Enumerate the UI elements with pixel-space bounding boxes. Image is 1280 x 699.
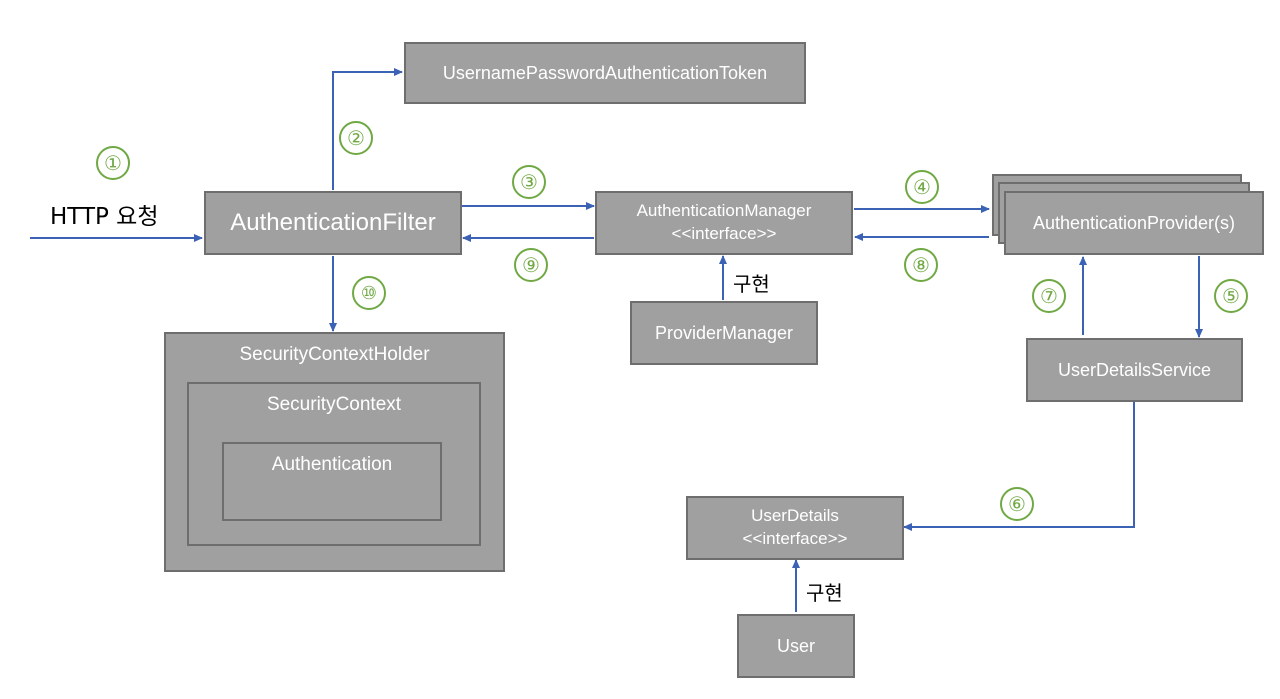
arrow-filter-to-token: [332, 68, 403, 190]
authentication-manager-box: AuthenticationManager <<interface>>: [595, 191, 853, 255]
http-request-label: HTTP 요청: [50, 204, 159, 230]
provider-manager-label: ProviderManager: [654, 322, 794, 343]
step-7-badge: ⑦: [1032, 279, 1066, 313]
authentication-providers-box: AuthenticationProvider(s): [1004, 191, 1264, 255]
step-1-badge: ①: [96, 146, 130, 180]
step-9-badge: ⑨: [514, 248, 548, 282]
implements-label-provider-manager: 구현: [733, 272, 770, 296]
step-4-badge: ④: [905, 170, 939, 204]
step-2-badge: ②: [339, 121, 373, 155]
step-3-badge: ③: [512, 165, 546, 199]
user-details-name: UserDetails: [751, 506, 839, 526]
username-password-authentication-token-box: UsernamePasswordAuthenticationToken: [404, 42, 806, 104]
user-details-service-box: UserDetailsService: [1026, 338, 1243, 402]
user-box: User: [737, 614, 855, 678]
authentication-box: Authentication: [222, 442, 442, 521]
providers-label: AuthenticationProvider(s): [1032, 212, 1236, 233]
manager-name: AuthenticationManager: [636, 201, 812, 221]
authentication-label: Authentication: [271, 454, 393, 475]
user-details-box: UserDetails <<interface>>: [686, 496, 904, 560]
provider-manager-box: ProviderManager: [630, 301, 818, 365]
step-8-badge: ⑧: [904, 248, 938, 282]
user-details-service-label: UserDetailsService: [1057, 359, 1212, 380]
user-details-stereotype: <<interface>>: [742, 529, 848, 548]
step-10-badge: ⑩: [352, 276, 386, 310]
user-label: User: [776, 635, 815, 656]
filter-label: AuthenticationFilter: [230, 208, 436, 236]
token-label: UsernamePasswordAuthenticationToken: [442, 62, 768, 83]
manager-stereotype: <<interface>>: [671, 224, 777, 243]
arrow-service-to-user-details: [903, 402, 1135, 531]
authentication-filter-box: AuthenticationFilter: [204, 191, 462, 255]
step-5-badge: ⑤: [1214, 279, 1248, 313]
implements-label-user: 구현: [806, 581, 843, 605]
step-6-badge: ⑥: [1000, 487, 1034, 521]
context-holder-label: SecurityContextHolder: [239, 344, 430, 365]
context-label: SecurityContext: [266, 394, 402, 415]
